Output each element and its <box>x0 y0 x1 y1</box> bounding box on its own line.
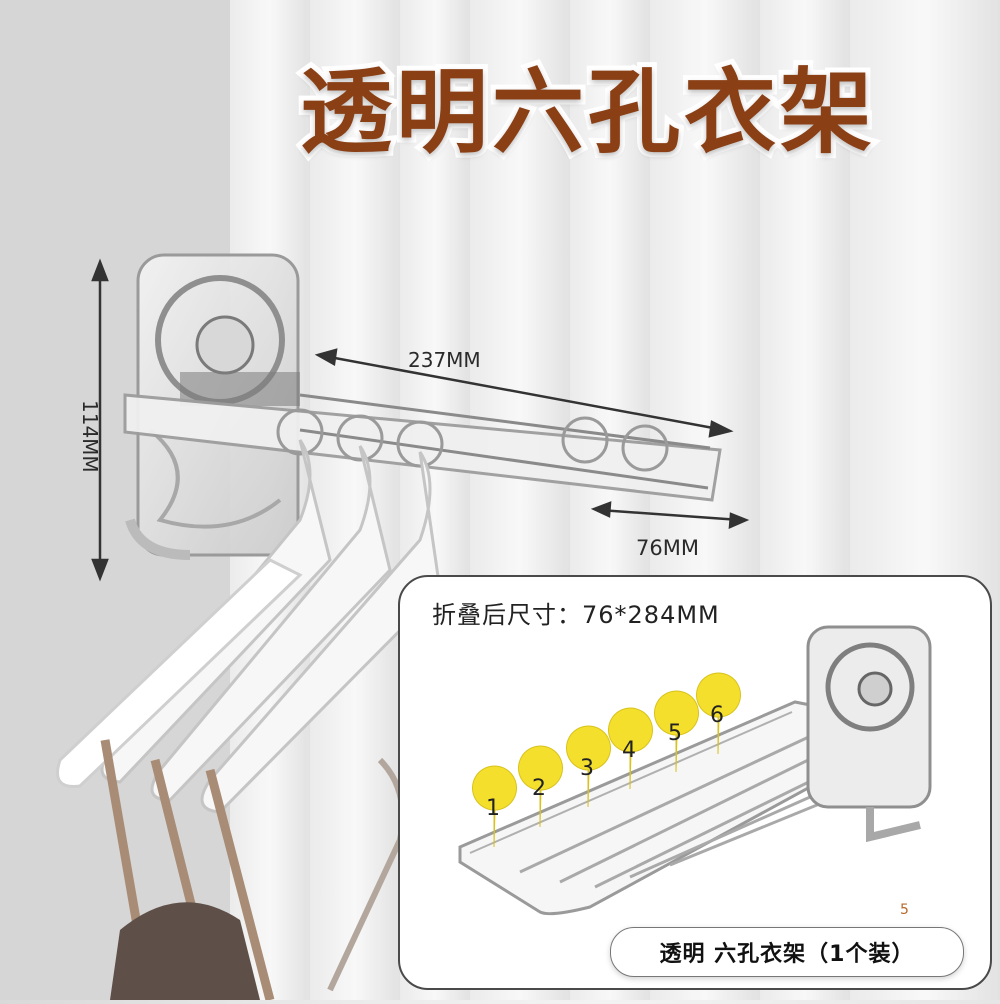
headline-title: 透明六孔衣架 <box>295 54 877 171</box>
folded-size-inset: 1 2 3 4 5 <box>398 575 992 990</box>
pin-6-label: 6 <box>710 703 724 728</box>
pin-6: 6 <box>696 672 741 755</box>
pin-1: 1 <box>472 765 517 848</box>
product-caption-pill: 透明 六孔衣架（1个装） <box>610 927 964 977</box>
pin-3: 3 <box>566 725 611 808</box>
dimension-depth-label: 76MM <box>636 536 699 560</box>
hangers <box>56 439 442 1002</box>
pin-4: 4 <box>608 707 653 790</box>
hole-number-pins: 1 2 3 4 5 <box>472 672 741 848</box>
page-number: 5 <box>900 902 909 918</box>
folded-rack-illustration: 1 2 3 4 5 <box>458 625 932 916</box>
pin-2: 2 <box>518 745 563 828</box>
dimension-height-label: 114MM <box>78 400 102 473</box>
dimension-width-label: 237MM <box>408 348 481 372</box>
pin-2-label: 2 <box>532 776 546 801</box>
product-caption-text: 透明 六孔衣架（1个装） <box>659 942 915 967</box>
rack-arm <box>123 393 722 502</box>
pin-5: 5 <box>654 690 699 773</box>
dimension-arrows <box>91 258 750 582</box>
pin-4-label: 4 <box>622 738 636 763</box>
folded-size-heading: 折叠后尺寸：76*284MM <box>432 601 720 629</box>
pin-1-label: 1 <box>486 796 500 821</box>
pin-5-label: 5 <box>668 721 682 746</box>
pin-3-label: 3 <box>580 756 594 781</box>
